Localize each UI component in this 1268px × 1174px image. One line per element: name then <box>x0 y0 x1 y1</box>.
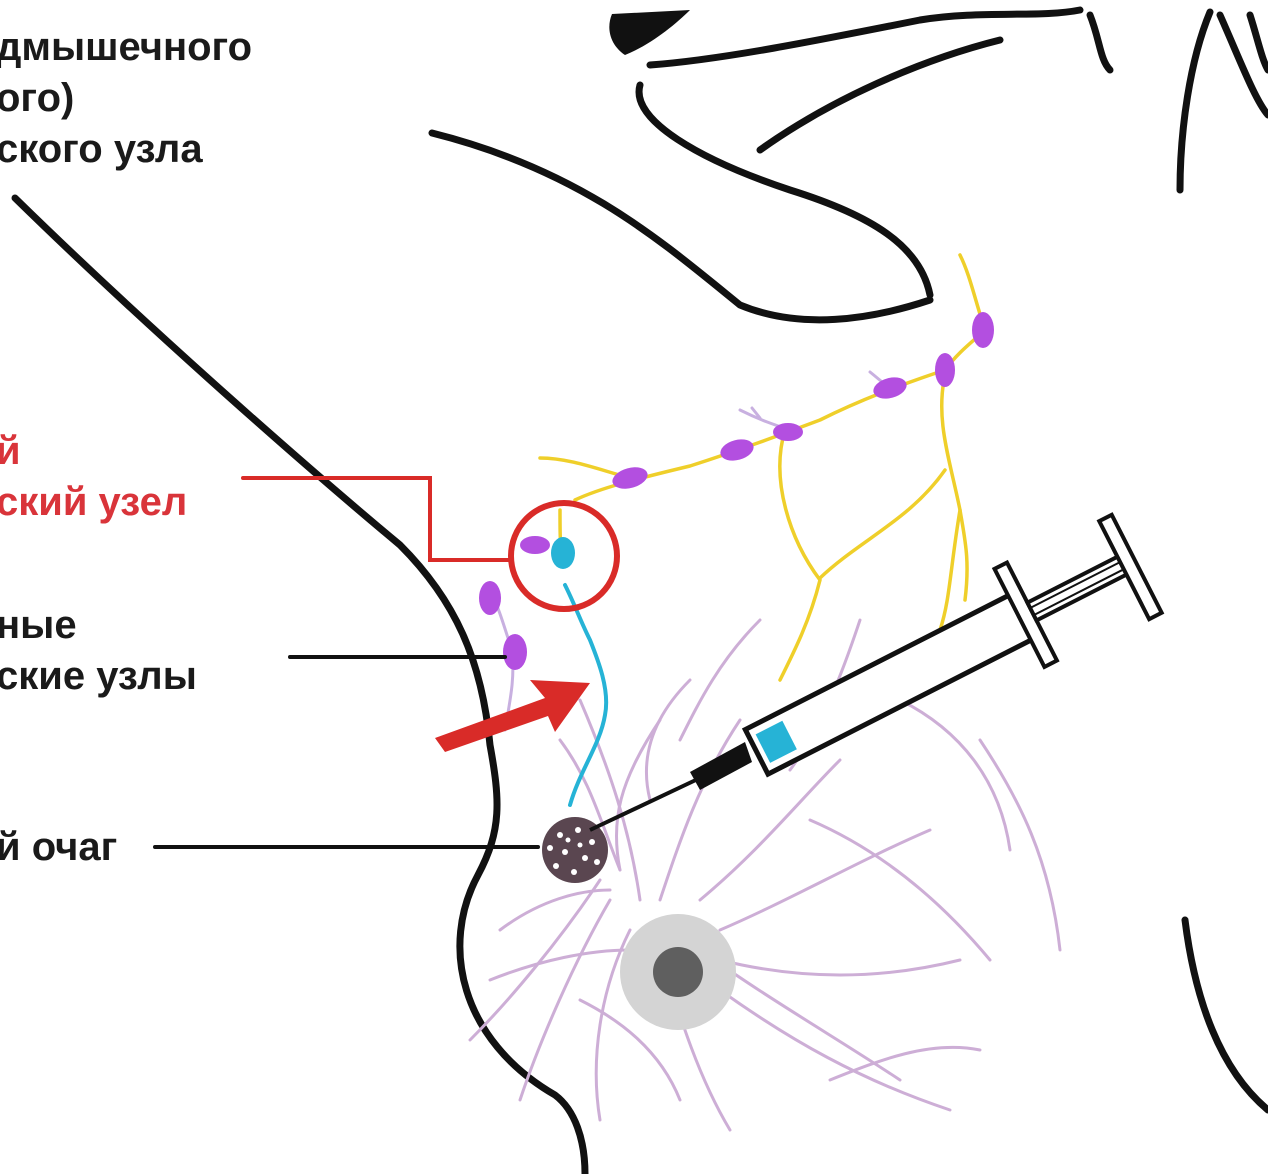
lymph-vessels <box>540 255 985 680</box>
thumb-shape <box>609 10 690 55</box>
right-breast-outline <box>1185 920 1268 1110</box>
axillary-biopsy-label-line: дмышечного <box>0 22 252 73</box>
lymph-node <box>479 581 501 615</box>
sentinel-node-dot <box>551 537 575 569</box>
nipple <box>653 947 703 997</box>
arm-curve-outline <box>760 40 1000 150</box>
syringe <box>590 510 1162 830</box>
axillary-biopsy-label-line: ого) <box>0 73 252 124</box>
arm-outline <box>432 133 930 320</box>
lymph-vessels-lavender <box>490 372 890 730</box>
arm-upper-outline <box>639 85 930 295</box>
lymph-node <box>972 312 994 348</box>
lymph-nodes-label-line: ские узлы <box>0 651 197 702</box>
lymph-node <box>503 634 527 670</box>
lymph-node <box>520 536 550 554</box>
lymph-nodes-label: ные ские узлы <box>0 600 197 702</box>
sentinel-node-label-line: ский узел <box>0 477 187 528</box>
lymph-node <box>718 436 756 464</box>
lymph-node <box>610 464 650 493</box>
lymph-node <box>773 423 803 441</box>
syringe-needle <box>590 778 700 830</box>
hand-outline <box>650 10 1080 65</box>
sentinel-leader-line <box>243 478 510 560</box>
tumor-label-line: й очаг <box>0 822 117 873</box>
sentinel-node-label: й ский узел <box>0 426 187 528</box>
lymph-nodes-label-line: ные <box>0 600 197 651</box>
lymph-nodes <box>479 312 994 670</box>
right-torso-outline <box>1180 12 1210 190</box>
axillary-biopsy-label-line: ского узла <box>0 124 252 175</box>
tumor-label: й очаг <box>0 822 117 873</box>
axillary-biopsy-label: дмышечного ого) ского узла <box>0 22 252 175</box>
lymph-node <box>935 353 955 387</box>
tracer-path <box>551 537 606 805</box>
right-edge-curve <box>1250 15 1268 70</box>
leader-lines <box>155 478 538 847</box>
sentinel-node-label-line: й <box>0 426 187 477</box>
upper-edge-curve <box>1090 15 1110 70</box>
right-torso-curve <box>1220 15 1268 115</box>
syringe-barrel <box>732 510 1162 805</box>
